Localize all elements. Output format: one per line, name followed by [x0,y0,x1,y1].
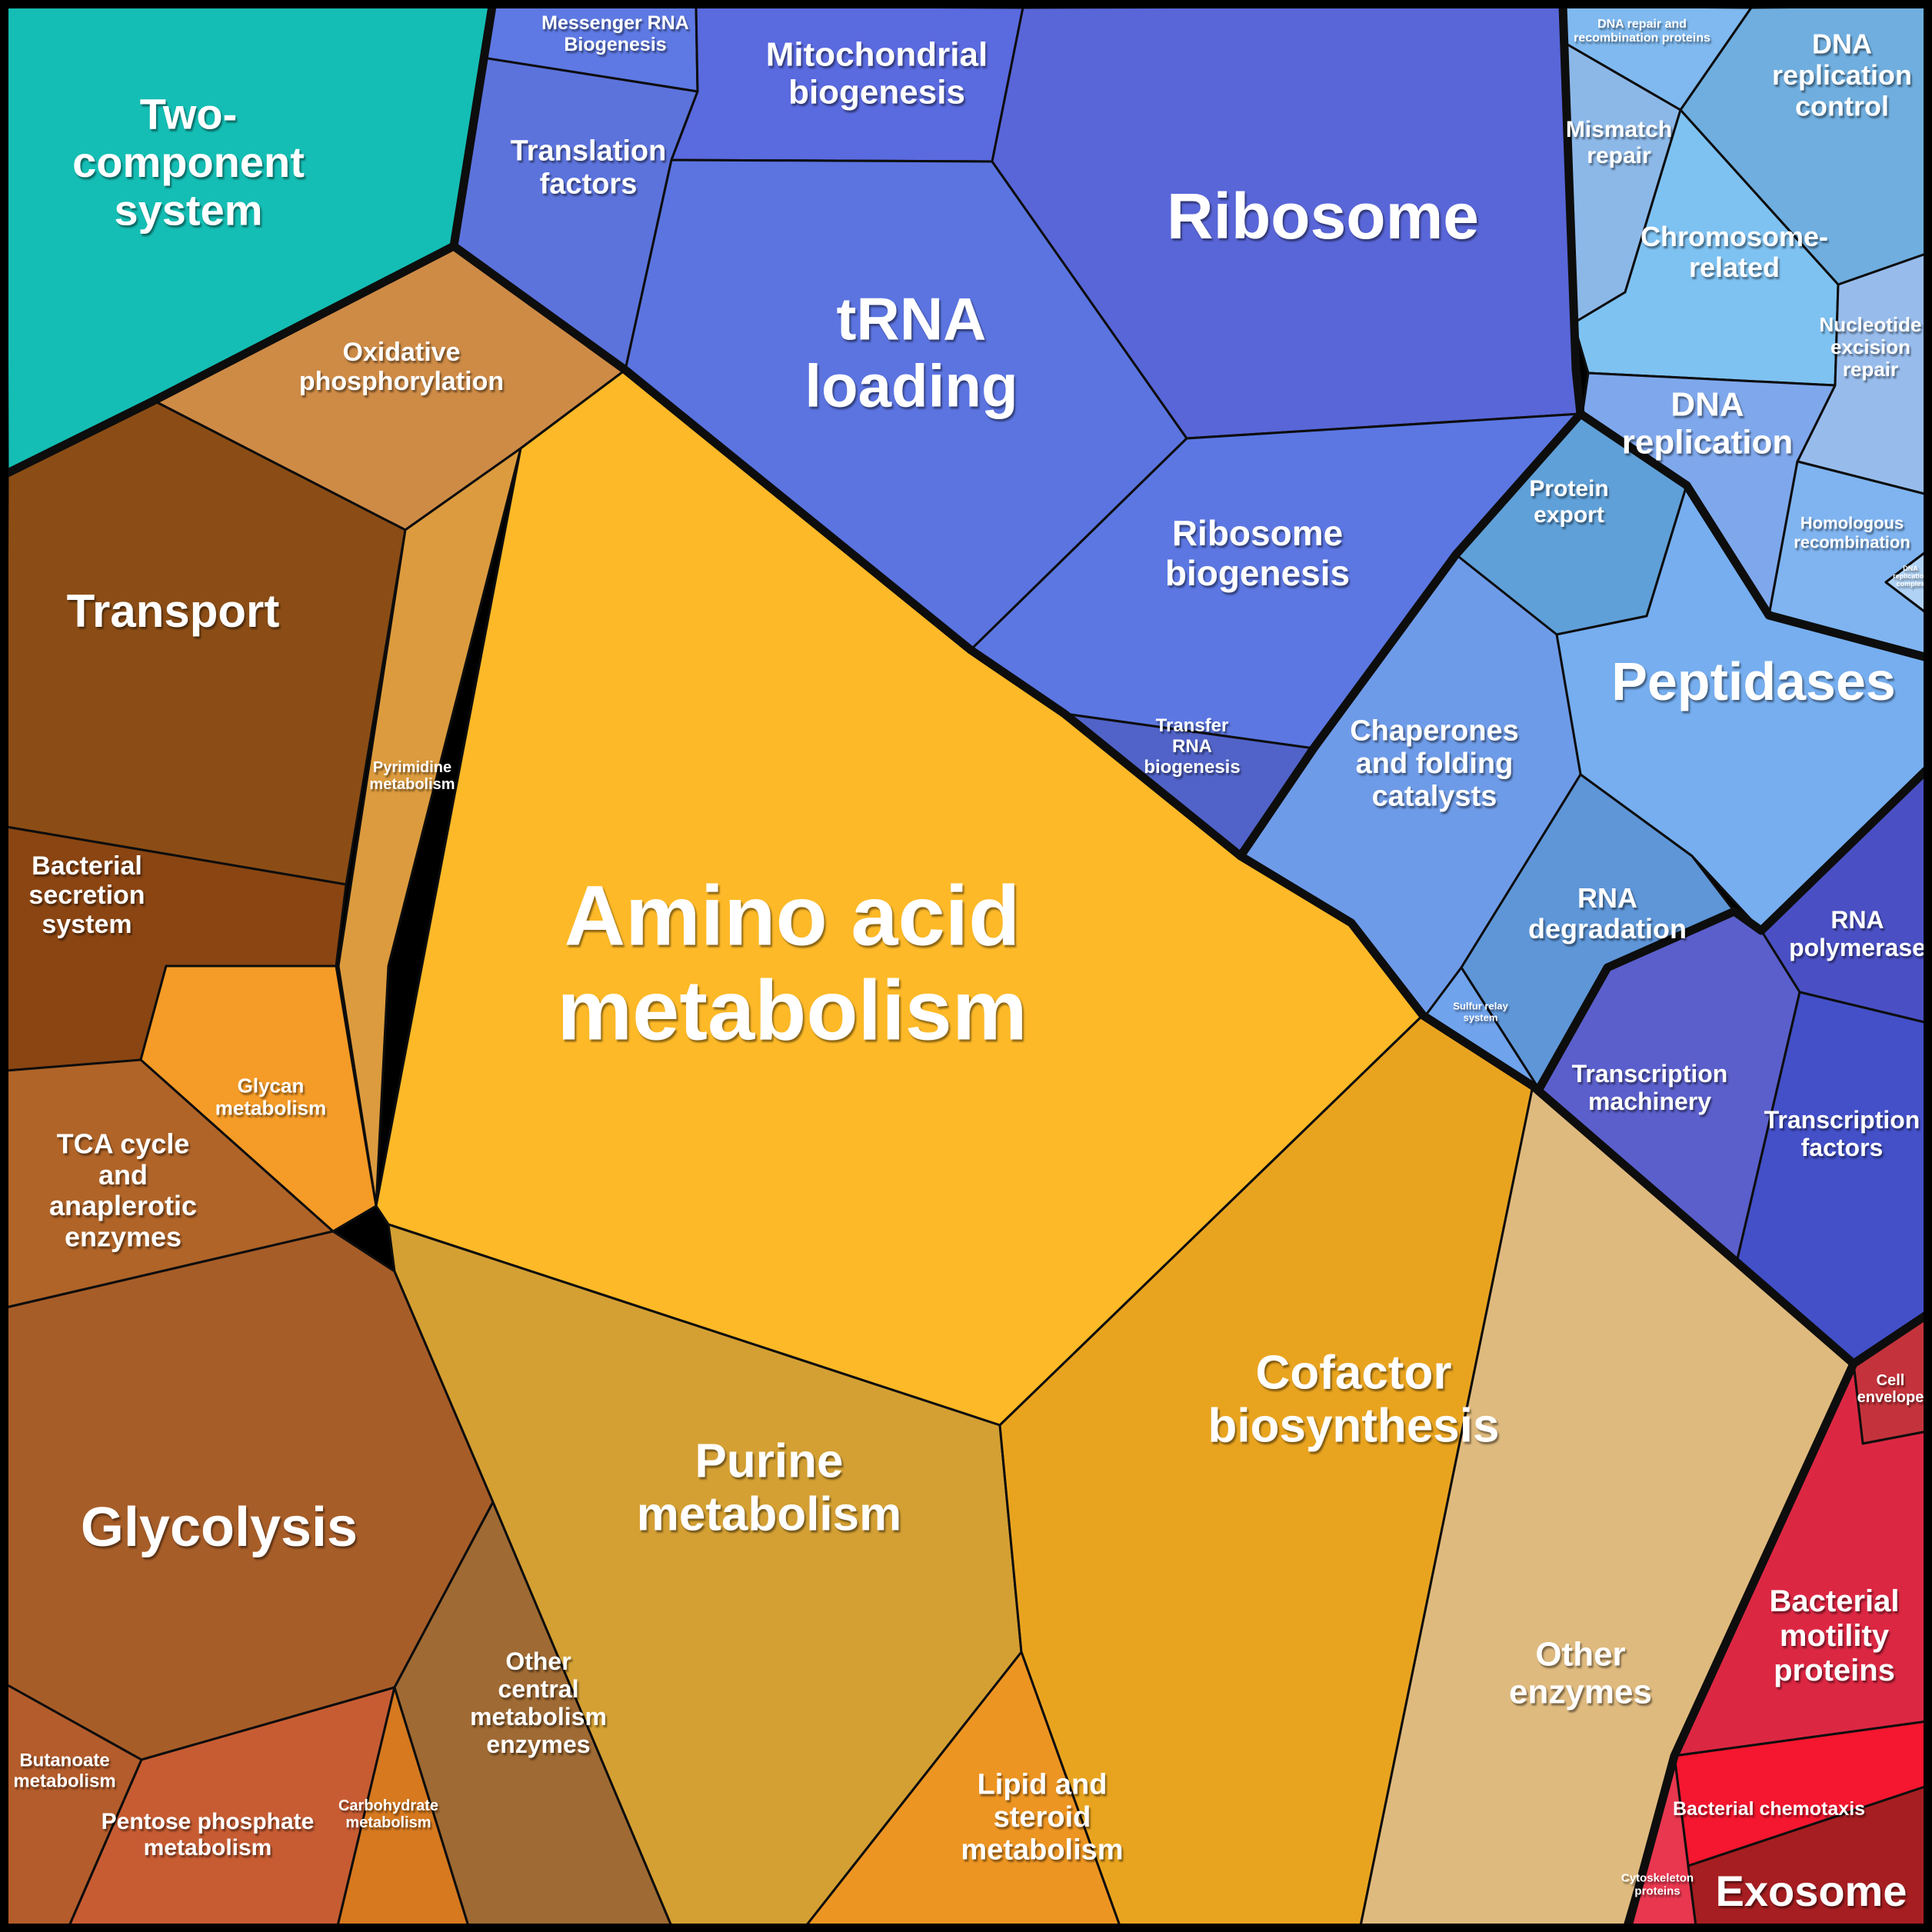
translation-replication-border [1236,2,1585,861]
label-chromosome-related: Chromosome-related [1641,221,1828,283]
metabolism-translation-border [449,242,1858,1368]
replication-folding-border [1576,409,1932,662]
cellular-processes-border [1624,1310,1932,1930]
cell-glycan-metabolism[interactable] [139,964,378,1233]
transcription-border [1528,764,1932,1094]
label-bacterial-chemotaxis: Bacterial chemotaxis [1673,1798,1865,1820]
label-transport: Transport [67,585,280,637]
signaling-border [3,2,497,478]
label-ribosome: Ribosome [1167,180,1479,252]
treemap-group-borders [3,2,1932,1930]
label-exosome: Exosome [1716,1867,1907,1915]
label-peptidases: Peptidases [1611,651,1896,711]
label-glycolysis: Glycolysis [81,1497,358,1558]
treemap-cells [5,5,1929,1927]
